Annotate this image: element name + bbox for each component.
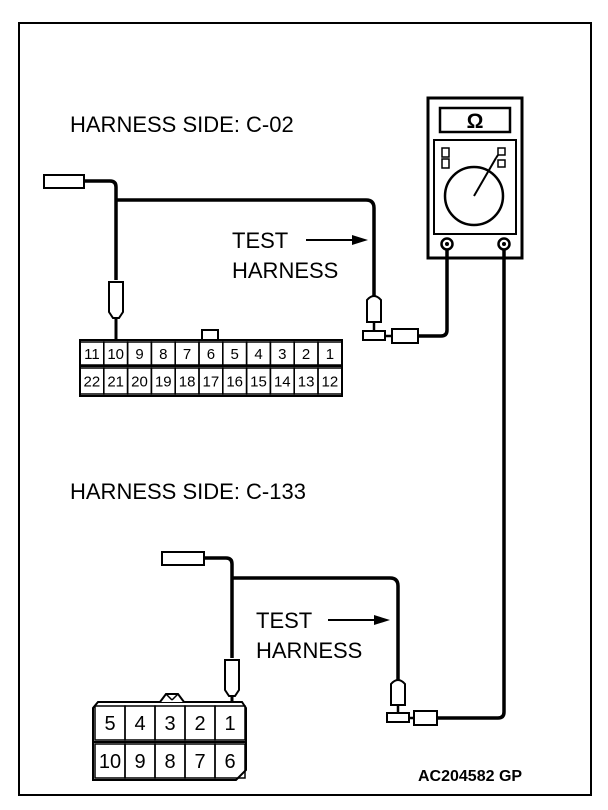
test-harness-1: [43, 174, 419, 344]
test-label-2: TEST: [256, 608, 313, 633]
c133-bottom-pin: 7: [194, 751, 205, 773]
c133-top-pin: 2: [194, 713, 205, 735]
c02-bottom-pin: 12: [322, 374, 339, 391]
c02-top-pin: 6: [207, 346, 215, 363]
c133-top-pin: 4: [134, 713, 145, 735]
c133-bottom-cell: [214, 743, 246, 779]
c02-bottom-pin: 21: [107, 374, 124, 391]
c02-top-pin: 3: [278, 346, 286, 363]
c02-top-pin: 5: [231, 346, 239, 363]
c133-top-pin: 5: [104, 713, 115, 735]
c02-bottom-pin: 15: [250, 374, 267, 391]
c133-top-pin: 3: [164, 713, 175, 735]
c133-bottom-pin: 9: [134, 751, 145, 773]
c133-top-cell: [214, 705, 246, 741]
c02-top-pin: 7: [183, 346, 191, 363]
c133-bottom-pin: 10: [99, 751, 121, 773]
c133-bottom-pin: 6: [224, 751, 235, 773]
meter-lead-2: [437, 250, 506, 720]
test-arrow-2: [328, 615, 390, 625]
meter-display: [438, 106, 512, 134]
c02-bottom-cell: [317, 367, 343, 395]
test-arrow-1: [306, 235, 368, 245]
c02-top-pin: 11: [84, 346, 100, 363]
diagram-frame: [18, 22, 592, 796]
c02-bottom-pin: 16: [226, 374, 243, 391]
ohmmeter: Ω: [426, 96, 524, 260]
test-harness-2: [161, 551, 438, 726]
c133-bottom-pin: 8: [164, 751, 175, 773]
c02-top-cell: [317, 341, 343, 366]
figure-code: AC204582 GP: [418, 768, 523, 785]
c133-top-pin: 1: [224, 713, 235, 735]
c02-bottom-pin: 20: [131, 374, 148, 391]
c02-bottom-pin: 19: [155, 374, 172, 391]
harness-label-1: HARNESS: [232, 258, 339, 283]
harness-label-2: HARNESS: [256, 638, 363, 663]
c02-top-pin: 2: [302, 346, 310, 363]
c02-bottom-pin: 14: [274, 374, 291, 391]
c02-bottom-pin: 18: [179, 374, 196, 391]
c02-bottom-pin: 13: [298, 374, 315, 391]
c02-top-pin: 1: [326, 346, 334, 363]
meter-lead-1: [418, 250, 449, 338]
c02-top-pin: 10: [107, 346, 124, 363]
ohm-symbol: Ω: [467, 110, 484, 133]
c02-top-pin: 4: [254, 346, 262, 363]
test-label-1: TEST: [232, 228, 289, 253]
connector-latch: [201, 329, 219, 341]
c02-bottom-pin: 22: [84, 374, 101, 391]
c02-top-pin: 8: [159, 346, 167, 363]
harness-side-c133-label: HARNESS SIDE: C-133: [70, 479, 306, 504]
c02-bottom-pin: 17: [203, 374, 220, 391]
c02-top-pin: 9: [135, 346, 143, 363]
harness-side-c02-label: HARNESS SIDE: C-02: [70, 112, 294, 137]
connector-latch: [159, 693, 185, 703]
